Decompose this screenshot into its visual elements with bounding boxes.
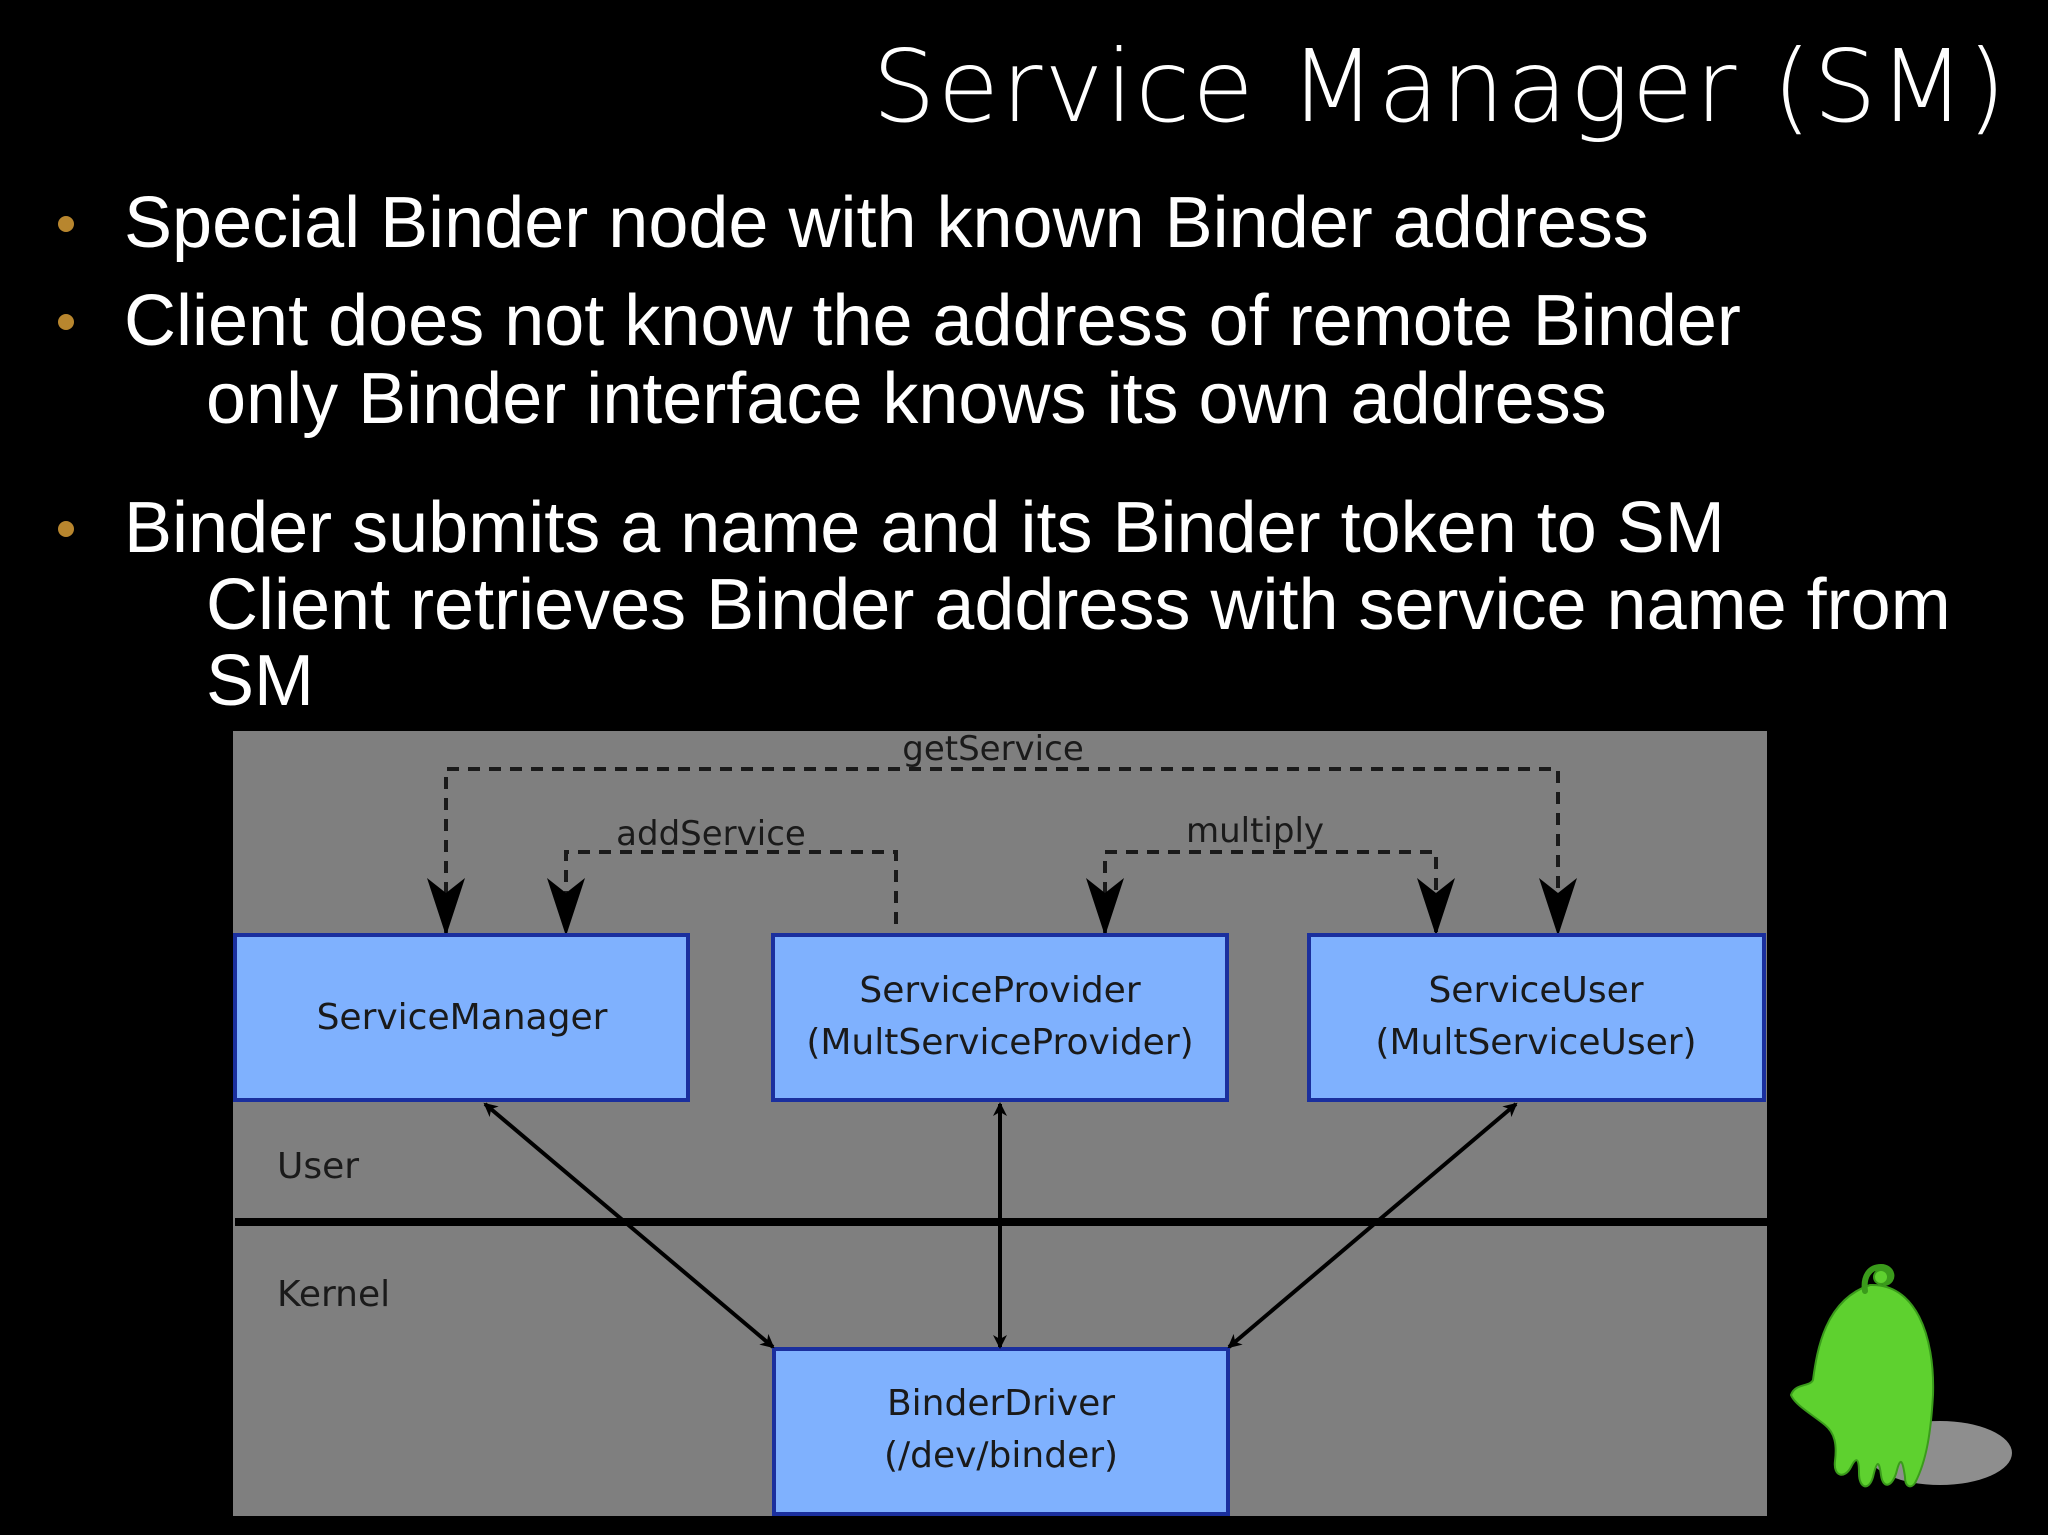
multiply-arrowhead-left: [1086, 878, 1124, 936]
binder-architecture-diagram: User Kernel getService addService multip…: [233, 731, 1767, 1516]
bullet-3-line-3: SM: [206, 641, 314, 721]
add-service-label: addService: [616, 814, 806, 854]
multiply-arrowhead-right: [1417, 878, 1455, 936]
get-service-label: getService: [902, 731, 1084, 769]
slide-title: Service Manager (SM): [872, 28, 2008, 145]
add-service-arrowhead: [547, 878, 585, 936]
bullet-3-line-2: Client retrieves Binder address with ser…: [206, 565, 1951, 645]
binder-driver-label: BinderDriver: [887, 1383, 1115, 1424]
bullet-2-line-2: only Binder interface knows its own addr…: [206, 359, 1607, 439]
service-provider-box: [771, 933, 1229, 1102]
service-user-driver-arrow: [1227, 1102, 1518, 1349]
bullet-icon: [58, 216, 74, 232]
multiply-label: multiply: [1186, 811, 1324, 851]
service-manager-driver-arrow: [483, 1102, 775, 1349]
bullet-2-line-1: Client does not know the address of remo…: [124, 281, 1741, 361]
bullet-3-line-1: Binder submits a name and its Binder tok…: [124, 488, 1725, 568]
service-user-class-label: (MultServiceUser): [1375, 1022, 1696, 1063]
bullet-1-line-1: Special Binder node with known Binder ad…: [124, 183, 1649, 263]
bullet-icon: [58, 314, 74, 330]
get-service-arrowhead-left: [427, 878, 465, 936]
bullet-icon: [58, 521, 74, 537]
get-service-arrowhead-right: [1539, 878, 1577, 936]
binder-driver-path-label: (/dev/binder): [884, 1435, 1118, 1476]
service-provider-class-label: (MultServiceProvider): [806, 1022, 1193, 1063]
service-user-label: ServiceUser: [1428, 970, 1643, 1011]
kernel-region-label: Kernel: [277, 1274, 390, 1315]
user-region-label: User: [277, 1146, 359, 1187]
get-service-edge: [444, 767, 1560, 936]
green-ghost-mascot-icon: [1789, 1263, 2012, 1488]
service-manager-box: [233, 933, 690, 1102]
binder-driver-box: [772, 1347, 1230, 1516]
service-user-box: [1307, 933, 1766, 1102]
service-manager-label: ServiceManager: [317, 997, 608, 1038]
service-provider-label: ServiceProvider: [859, 970, 1140, 1011]
